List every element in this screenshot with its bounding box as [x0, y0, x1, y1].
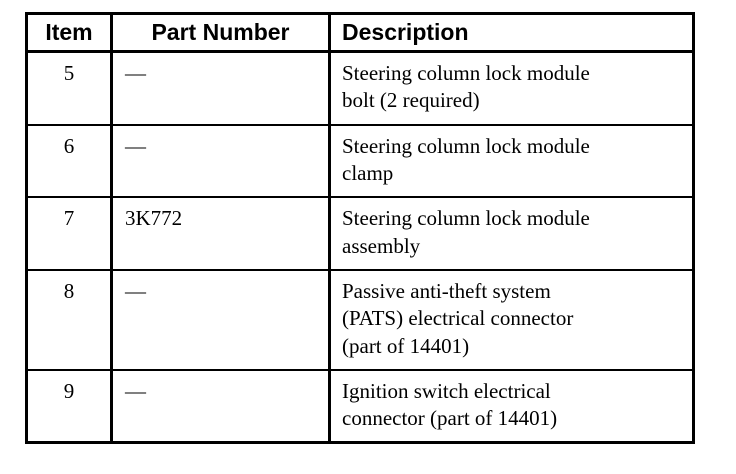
cell-item: 7 [26, 197, 113, 271]
table-row: 8— Passive anti-theft system (PATS) electr… [26, 269, 694, 371]
cell-item: 9 [26, 369, 113, 443]
cell-item: 5 [26, 51, 113, 126]
cell-description: Steering column lock module clamp [329, 124, 694, 199]
cell-item: 8 [26, 269, 113, 371]
table-row: 9— Ignition switch electrical connector (p… [26, 369, 694, 443]
cell-description: Passive anti-theft system (PATS) electric… [329, 269, 694, 371]
cell-part-number: — [111, 124, 331, 199]
description-line: (PATS) electrical connector [342, 306, 574, 331]
description-line: Passive anti-theft system [342, 278, 551, 303]
description-line: Steering column lock module [342, 61, 590, 86]
description-line: connector (part of 14401) [342, 406, 558, 431]
column-header-part-number: Part Number [111, 13, 331, 54]
description-line: assembly [342, 233, 421, 258]
table-row: 6— Steering column lock module clamp [26, 124, 694, 199]
description-line: (part of 14401) [342, 333, 470, 358]
description-line: Steering column lock module [342, 133, 590, 158]
cell-part-number: — [111, 269, 331, 371]
description-line: Steering column lock module [342, 206, 590, 231]
cell-part-number: — [111, 369, 331, 443]
cell-item: 6 [26, 124, 113, 199]
cell-part-number: — [111, 51, 331, 126]
table-header-row: Item Part Number Description [26, 13, 694, 54]
column-header-description: Description [329, 13, 694, 54]
description-line: bolt (2 required) [342, 88, 480, 113]
table-header: Item Part Number Description [26, 13, 694, 54]
steering-column-parts-table: Item Part Number Description 5—Steering … [25, 12, 695, 445]
cell-description: Ignition switch electrical connector (par… [330, 370, 694, 443]
cell-part-number: 3K772 [111, 197, 331, 271]
column-header-item: Item [26, 13, 113, 54]
description-line: Ignition switch electrical [342, 378, 551, 403]
description-line: clamp [342, 161, 394, 186]
